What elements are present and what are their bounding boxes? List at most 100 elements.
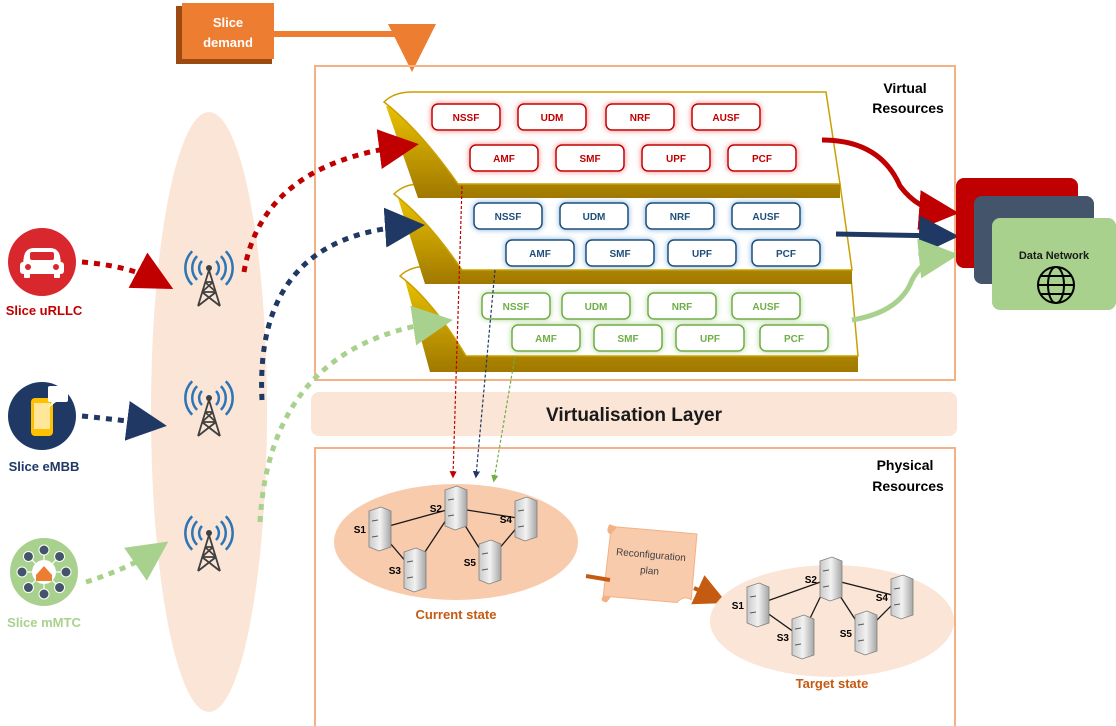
antenna-to-embb-layer-arrow: [259, 207, 425, 401]
server-label: S1: [354, 525, 367, 536]
current-server-s3: S3: [389, 547, 427, 593]
server-label: S4: [500, 515, 513, 526]
nf-box-mmtc-nrf: NRF: [647, 292, 717, 320]
slice-mmtc-label: Slice mMTC: [7, 615, 81, 630]
reconfiguration-label-line2: plan: [640, 565, 660, 578]
server-label: S5: [464, 558, 477, 569]
nf-label: AMF: [493, 154, 515, 165]
virtual-resources-label-line1: Virtual: [883, 80, 926, 96]
nf-box-urllc-ausf: AUSF: [691, 103, 761, 131]
slice-urllc-label: Slice uRLLC: [6, 303, 83, 318]
antenna-tower-icon: [184, 515, 234, 572]
nf-label: NRF: [630, 113, 651, 124]
nf-label: NSSF: [453, 113, 480, 124]
server-label: S4: [876, 593, 889, 604]
nf-label: NSSF: [503, 302, 530, 313]
nf-box-urllc-upf: UPF: [641, 144, 711, 172]
slice-mmtc: Slice mMTC: [7, 538, 81, 630]
physical-resources-label-line2: Resources: [872, 478, 944, 494]
nf-label: AUSF: [752, 302, 779, 313]
nf-box-mmtc-pcf: PCF: [759, 324, 829, 352]
nf-label: SMF: [617, 334, 638, 345]
embb-mapping-line: [472, 269, 496, 479]
current-server-s4: S4: [500, 496, 538, 542]
reconfiguration-plan: Reconfiguration plan: [601, 524, 698, 604]
nf-label: NRF: [672, 302, 693, 313]
mmtc-to-data-network-arrow: [851, 238, 959, 323]
slice-demand-label-line2: demand: [203, 35, 253, 50]
embb-to-data-network-arrow: [835, 215, 959, 256]
urllc-to-data-network-arrow: [821, 137, 959, 231]
server-label: S1: [732, 601, 745, 612]
nf-label: NRF: [670, 212, 691, 223]
nf-box-mmtc-udm: UDM: [561, 292, 631, 320]
nf-label: PCF: [784, 334, 804, 345]
nf-box-mmtc-ausf: AUSF: [731, 292, 801, 320]
nf-box-urllc-nrf: NRF: [605, 103, 675, 131]
physical-resources-box: [314, 447, 956, 726]
mmtc-to-antenna-arrow: [85, 541, 169, 585]
data-network: Data Network: [956, 178, 1116, 310]
nf-box-embb-upf: UPF: [667, 239, 737, 267]
nf-box-embb-amf: AMF: [505, 239, 575, 267]
server-label: S3: [389, 566, 402, 577]
target-server-s4: S4: [876, 574, 914, 620]
urllc-mapping-line: [449, 185, 463, 479]
slice-demand-label-line1: Slice: [213, 15, 243, 30]
mmtc-mapping-line: [491, 355, 516, 483]
slice-demand-box: Slice demand: [176, 3, 274, 64]
current-state-label: Current state: [416, 607, 497, 622]
target-server-s2: S2: [805, 556, 843, 602]
target-server-s3: S3: [777, 614, 815, 660]
nf-label: AUSF: [712, 113, 739, 124]
nf-label: AUSF: [752, 212, 779, 223]
nf-box-embb-ausf: AUSF: [731, 202, 801, 230]
embb-to-antenna-arrow: [81, 401, 167, 441]
target-state-label: Target state: [796, 676, 869, 691]
current-server-s1: S1: [354, 506, 392, 552]
nf-box-mmtc-smf: SMF: [593, 324, 663, 352]
nf-label: AMF: [529, 249, 551, 260]
nf-box-embb-smf: SMF: [585, 239, 655, 267]
nf-box-urllc-amf: AMF: [469, 144, 539, 172]
nf-box-urllc-nssf: NSSF: [431, 103, 501, 131]
nf-label: UPF: [692, 249, 712, 260]
antenna-tower-icon: [184, 250, 234, 307]
target-server-s5: S5: [840, 610, 878, 656]
nf-label: UDM: [541, 113, 564, 124]
antenna-to-urllc-layer-arrow: [241, 129, 419, 273]
nf-label: UPF: [666, 154, 686, 165]
nf-box-embb-nrf: NRF: [645, 202, 715, 230]
nf-box-mmtc-amf: AMF: [511, 324, 581, 352]
reconfiguration-arrow: [585, 576, 716, 598]
nf-label: UDM: [585, 302, 608, 313]
data-network-label: Data Network: [1019, 250, 1090, 262]
antenna-to-mmtc-layer-arrow: [257, 305, 453, 523]
slice-embb-label: Slice eMBB: [9, 459, 80, 474]
current-server-s5: S5: [464, 539, 502, 585]
nf-label: NSSF: [495, 212, 522, 223]
server-label: S2: [430, 504, 443, 515]
nf-box-mmtc-upf: UPF: [675, 324, 745, 352]
layer-embb: [392, 183, 853, 284]
server-label: S5: [840, 629, 853, 640]
slice-demand-arrow: [274, 24, 436, 72]
server-label: S2: [805, 575, 818, 586]
nf-label: PCF: [752, 154, 772, 165]
nf-box-embb-udm: UDM: [559, 202, 629, 230]
target-server-s1: S1: [732, 582, 770, 628]
current-server-s2: S2: [430, 485, 468, 531]
slice-embb: Slice eMBB: [8, 382, 79, 474]
virtualisation-layer-label: Virtualisation Layer: [546, 405, 723, 426]
nf-box-urllc-pcf: PCF: [727, 144, 797, 172]
virtualisation-layer-bar: [311, 392, 957, 436]
server-label: S3: [777, 633, 790, 644]
nf-label: SMF: [579, 154, 600, 165]
nf-box-urllc-udm: UDM: [517, 103, 587, 131]
antenna-tower-icon: [184, 380, 234, 437]
virtual-resources-label-line2: Resources: [872, 100, 944, 116]
nf-label: UDM: [583, 212, 606, 223]
globe-icon: [1037, 266, 1075, 304]
urllc-to-antenna-arrow: [81, 252, 174, 290]
